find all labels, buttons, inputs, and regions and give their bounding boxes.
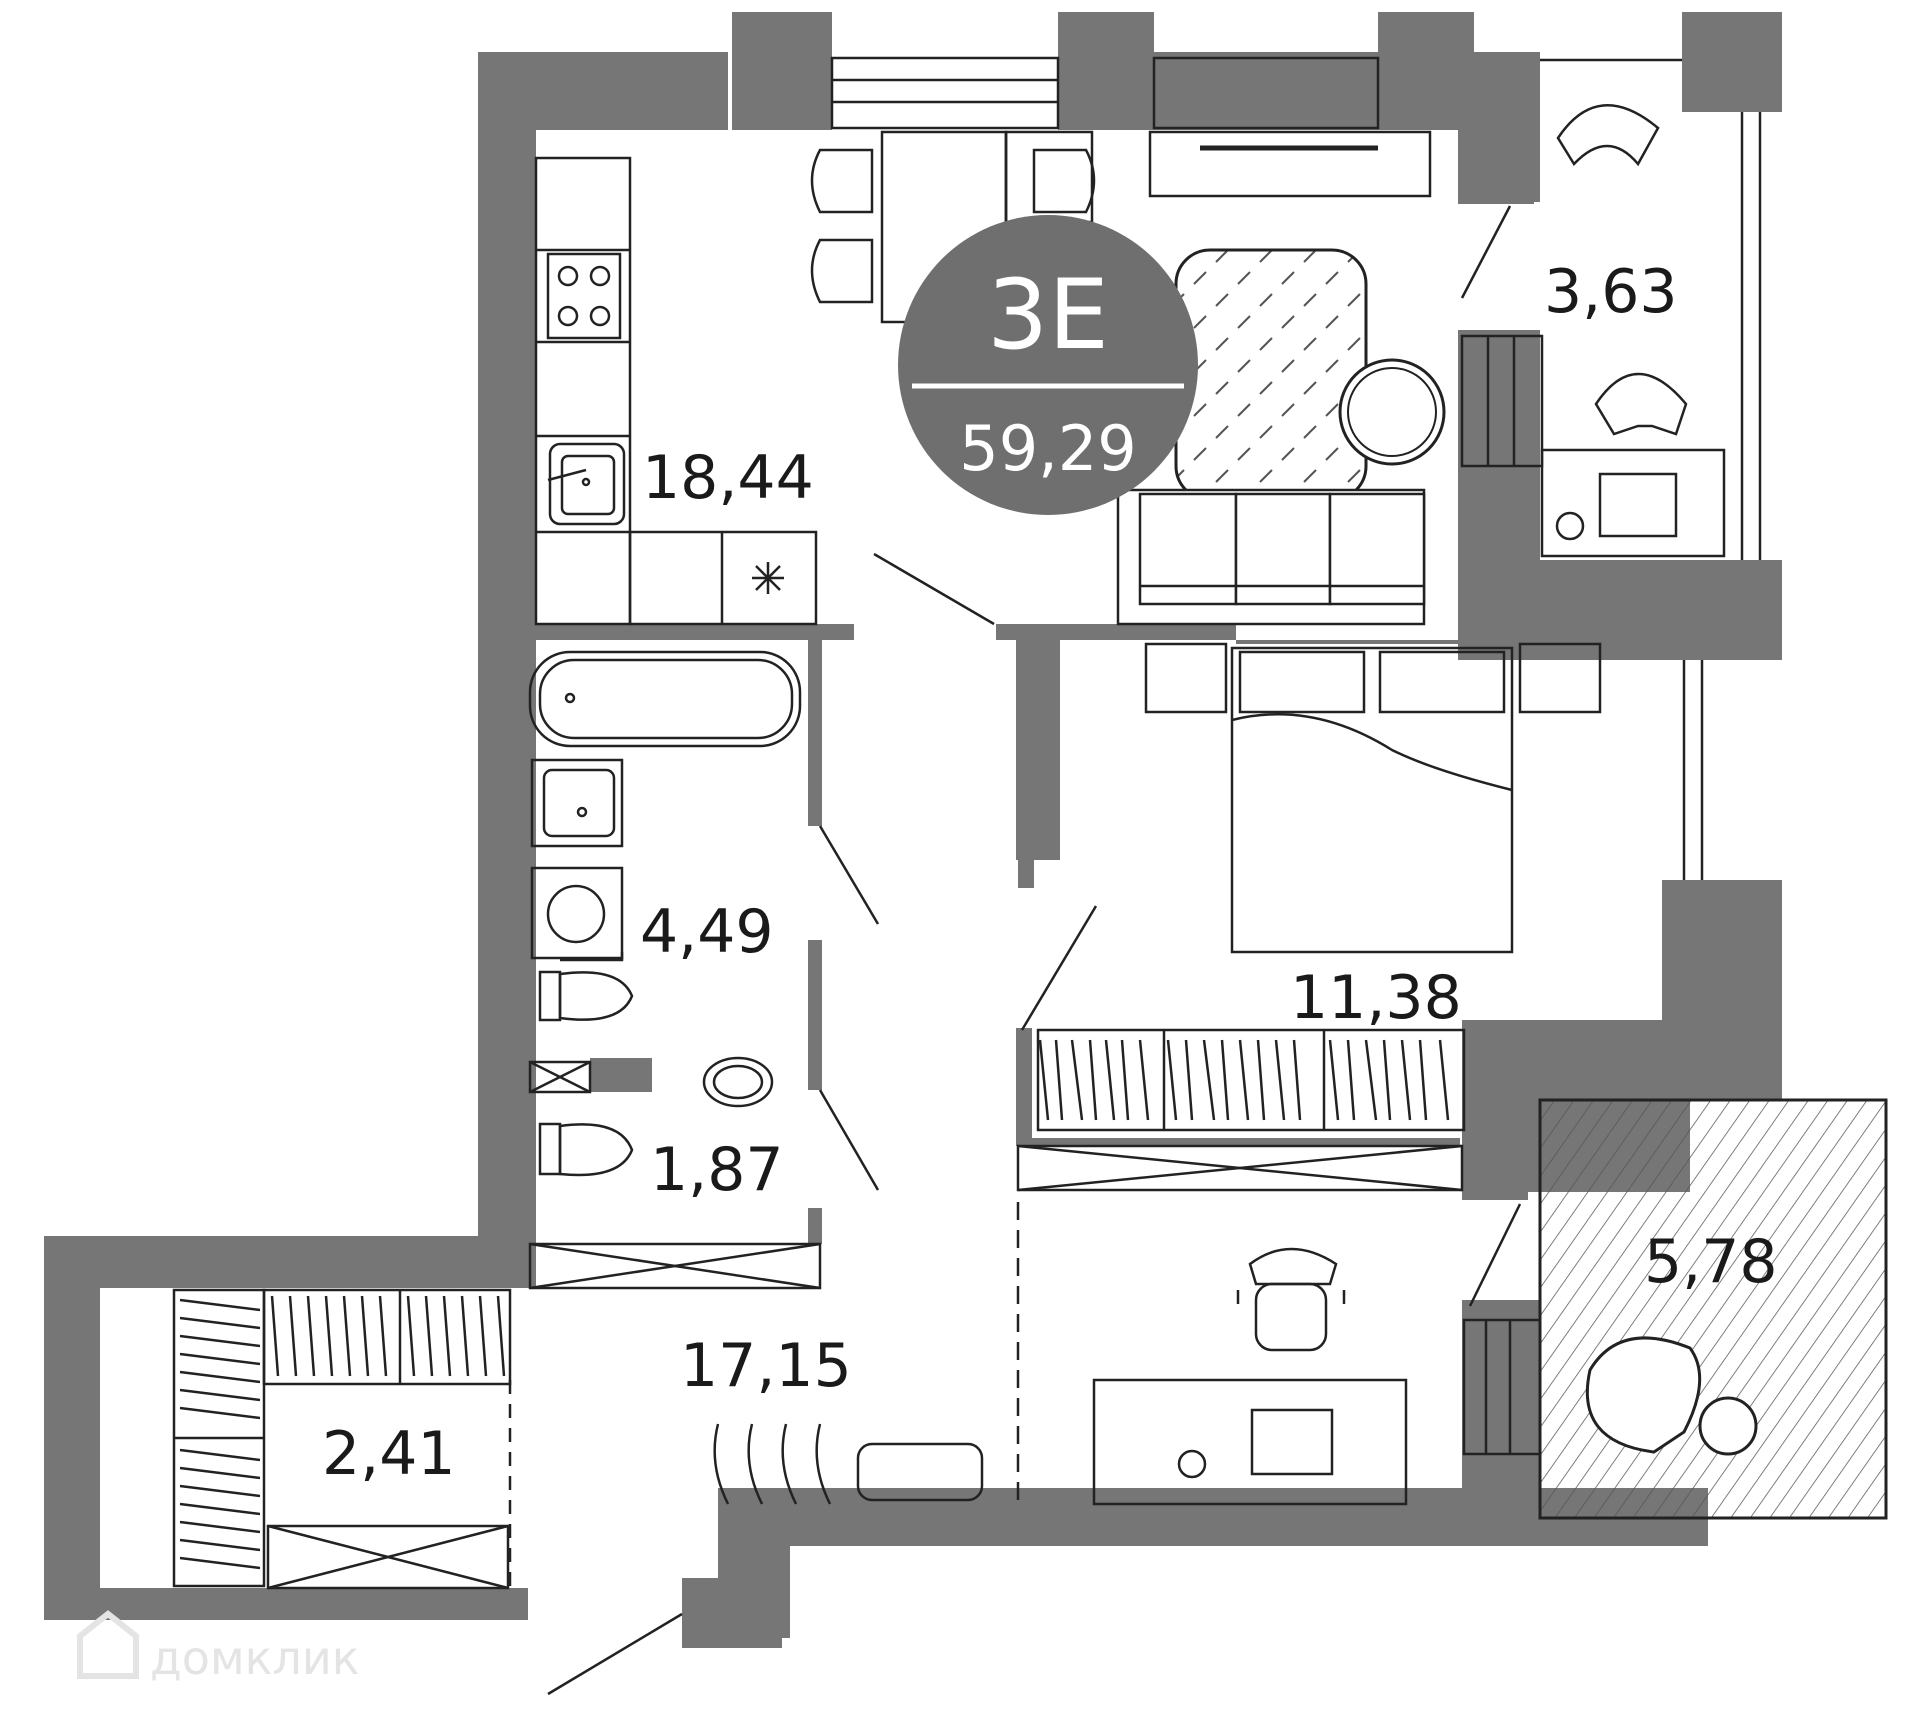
bathroom-fixtures [528, 650, 802, 1022]
star-icon [752, 562, 784, 594]
kitchen-furniture [534, 156, 818, 626]
room-labels: 18,44 3,63 4,49 1,87 11,38 5,78 17,15 2,… [322, 257, 1778, 1489]
apartment-badge: 3E 59,29 [898, 215, 1198, 515]
watermark-text: домклик [150, 1631, 360, 1685]
walls [44, 12, 1782, 1648]
room-area-balcony-top: 3,63 [1544, 257, 1678, 327]
tv-stand [1148, 130, 1432, 198]
stove-icon [546, 252, 622, 340]
sink-icon [547, 442, 626, 526]
room-area-hallway: 17,15 [680, 1331, 852, 1401]
windows [830, 56, 1762, 880]
room-area-kitchen-living: 18,44 [642, 443, 814, 513]
room-area-bedroom: 11,38 [1290, 963, 1462, 1033]
total-area: 59,29 [959, 412, 1137, 485]
domclick-logo-icon [77, 1610, 139, 1679]
bedroom-furniture [1016, 642, 1602, 1192]
right-balcony [1538, 1098, 1888, 1520]
room-area-toilet: 1,87 [650, 1135, 784, 1205]
room-area-balcony-right: 5,78 [1644, 1227, 1778, 1297]
toilet-fixtures [528, 1056, 822, 1290]
hallway-furniture [713, 1423, 984, 1505]
room-area-wardrobe: 2,41 [322, 1419, 456, 1489]
room-area-bathroom: 4,49 [640, 897, 774, 967]
living-area-furniture [1116, 248, 1446, 626]
wardrobe-furniture [172, 1288, 512, 1590]
door-lines [508, 205, 1522, 1696]
apartment-code: 3E [987, 259, 1109, 371]
watermark: домклик [77, 1610, 360, 1685]
top-balcony-furniture [1460, 104, 1726, 558]
study-furniture [1092, 1247, 1542, 1506]
